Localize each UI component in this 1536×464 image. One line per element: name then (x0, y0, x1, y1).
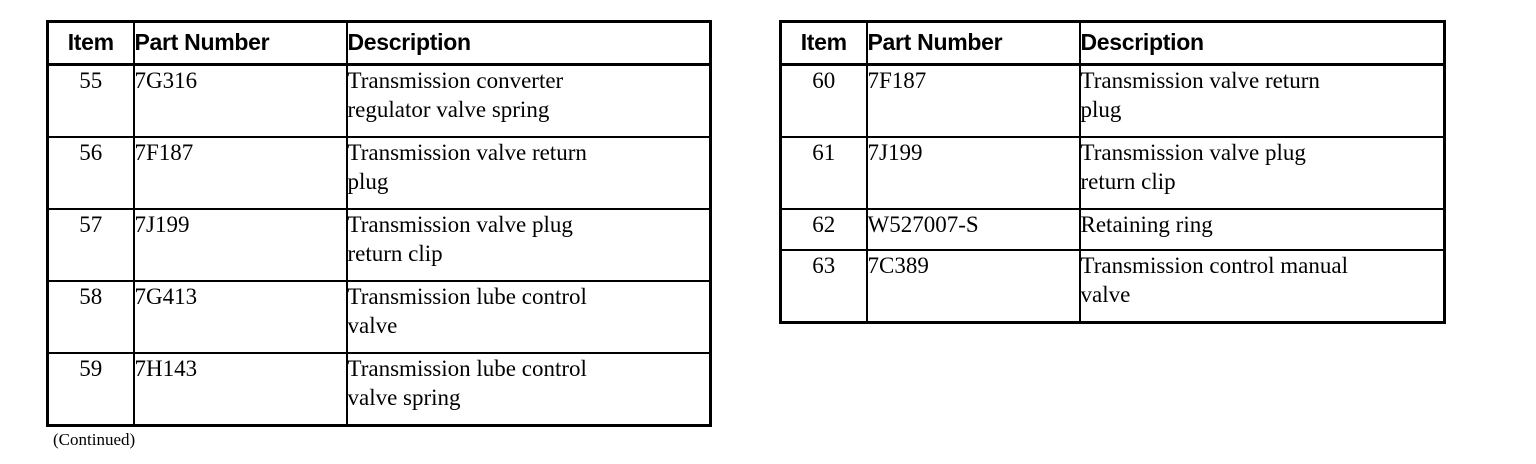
continued-caption: (Continued) (53, 430, 136, 449)
table-left-body: 55 7G316 Transmission converter regulato… (46, 63, 712, 427)
description-line: Transmission valve return (1080, 68, 1320, 93)
table-left-header: Item Part Number Description (46, 20, 712, 66)
column-header-item: Item (779, 20, 868, 66)
table-row: 57 7J199 Transmission valve plug return … (46, 208, 712, 282)
cell-part-number: 7C389 (865, 249, 1081, 324)
column-header-description: Description (345, 20, 712, 66)
description-line: valve (347, 313, 398, 338)
description-line: valve spring (347, 385, 461, 410)
parts-table-right: Item Part Number Description 60 7F187 Tr… (779, 20, 1446, 324)
cell-part-number: 7J199 (132, 208, 348, 282)
column-header-part-number: Part Number (132, 20, 348, 66)
cell-item: 55 (46, 63, 135, 138)
description-line: return clip (1080, 169, 1176, 194)
description-line: regulator valve spring (347, 97, 550, 122)
cell-description: Transmission lube control valve spring (345, 352, 712, 427)
cell-description: Transmission valve plug return clip (345, 208, 712, 282)
cell-item: 61 (779, 136, 868, 210)
description-line: Transmission control manual (1080, 253, 1348, 278)
cell-description: Transmission valve plug return clip (1078, 136, 1446, 210)
cell-part-number: 7F187 (132, 136, 348, 210)
description-line: Transmission converter (347, 68, 564, 93)
header-row: Item Part Number Description (46, 20, 712, 66)
cell-item: 59 (46, 352, 135, 427)
header-row: Item Part Number Description (779, 20, 1446, 66)
table-row: 61 7J199 Transmission valve plug return … (779, 136, 1446, 210)
cell-part-number: 7F187 (865, 63, 1081, 138)
parts-table-left: Item Part Number Description 55 7G316 Tr… (46, 20, 712, 427)
cell-description: Transmission lube control valve (345, 280, 712, 354)
cell-part-number: 7H143 (132, 352, 348, 427)
table-row: 56 7F187 Transmission valve return plug (46, 136, 712, 210)
table-row: 62 W527007-S Retaining ring (779, 208, 1446, 251)
table-row: 55 7G316 Transmission converter regulato… (46, 63, 712, 138)
cell-part-number: W527007-S (865, 208, 1081, 251)
cell-description: Transmission control manual valve (1078, 249, 1446, 324)
cell-item: 56 (46, 136, 135, 210)
table-row: 60 7F187 Transmission valve return plug (779, 63, 1446, 138)
cell-item: 58 (46, 280, 135, 354)
table-right-body: 60 7F187 Transmission valve return plug … (779, 63, 1446, 324)
table-row: 58 7G413 Transmission lube control valve (46, 280, 712, 354)
table-row: 63 7C389 Transmission control manual val… (779, 249, 1446, 324)
description-line: Transmission valve return (347, 140, 587, 165)
column-header-description: Description (1078, 20, 1446, 66)
cell-part-number: 7J199 (865, 136, 1081, 210)
cell-item: 57 (46, 208, 135, 282)
description-line: Transmission lube control (347, 356, 587, 381)
description-line: plug (1080, 97, 1122, 122)
table-row: 59 7H143 Transmission lube control valve… (46, 352, 712, 427)
cell-item: 62 (779, 208, 868, 251)
column-header-part-number: Part Number (865, 20, 1081, 66)
description-line: Retaining ring (1080, 212, 1213, 237)
description-line: Transmission valve plug (347, 212, 573, 237)
cell-description: Retaining ring (1078, 208, 1446, 251)
description-line: plug (347, 169, 389, 194)
cell-item: 60 (779, 63, 868, 138)
cell-item: 63 (779, 249, 868, 324)
cell-description: Transmission converter regulator valve s… (345, 63, 712, 138)
description-line: Transmission lube control (347, 284, 587, 309)
cell-description: Transmission valve return plug (1078, 63, 1446, 138)
cell-part-number: 7G316 (132, 63, 348, 138)
column-header-item: Item (46, 20, 135, 66)
description-line: valve (1080, 282, 1131, 307)
description-line: Transmission valve plug (1080, 140, 1306, 165)
cell-part-number: 7G413 (132, 280, 348, 354)
description-line: return clip (347, 241, 443, 266)
cell-description: Transmission valve return plug (345, 136, 712, 210)
table-right-header: Item Part Number Description (779, 20, 1446, 66)
